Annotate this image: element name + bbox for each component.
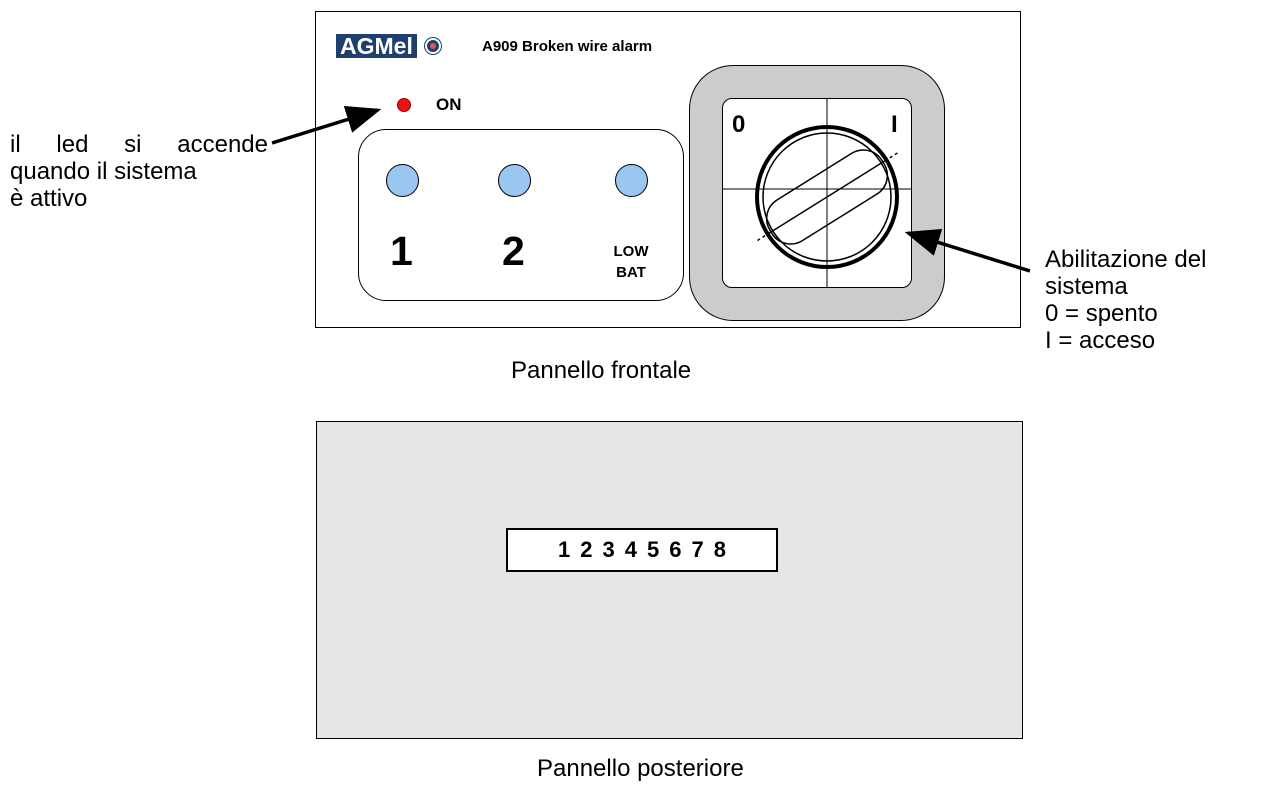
model-title: A909 Broken wire alarm bbox=[482, 38, 653, 55]
terminal-5: 5 bbox=[647, 537, 660, 562]
indicator-led-low-bat bbox=[615, 164, 648, 197]
indicator-led-2 bbox=[498, 164, 531, 197]
switch-position-on: I bbox=[891, 111, 898, 138]
low-bat-line1: LOW bbox=[613, 243, 649, 260]
rear-panel-caption: Pannello posteriore bbox=[537, 755, 744, 782]
led-note-line3: è attivo bbox=[10, 185, 88, 212]
led-note-arrow bbox=[271, 105, 382, 145]
led-note-line1: il led si accende bbox=[10, 131, 268, 158]
front-panel: AGMel A909 Broken wire alarm ON 1 2 LOW … bbox=[315, 11, 1021, 328]
brand-logo: AGMel bbox=[336, 34, 441, 59]
power-led-label: ON bbox=[436, 95, 462, 114]
switch-note-line1: Abilitazione del bbox=[1045, 246, 1207, 273]
switch-note-line3: 0 = spento bbox=[1045, 300, 1158, 327]
switch-note-arrow bbox=[904, 229, 1031, 273]
low-bat-line2: BAT bbox=[616, 264, 646, 281]
logo-dot-icon bbox=[424, 38, 441, 54]
front-panel-caption: Pannello frontale bbox=[511, 357, 692, 384]
terminal-1: 1 bbox=[558, 537, 571, 562]
rotary-switch-plate: 0 I bbox=[689, 65, 945, 321]
brand-name: AGMel bbox=[336, 34, 417, 59]
terminal-6: 6 bbox=[669, 537, 682, 562]
switch-note-line2: sistema bbox=[1045, 273, 1128, 300]
rotary-knob-icon bbox=[723, 99, 911, 287]
indicator-label-2: 2 bbox=[502, 228, 525, 274]
led-note-line2: quando il sistema bbox=[10, 158, 197, 185]
switch-position-off: 0 bbox=[732, 111, 746, 138]
indicator-label-low-bat: LOW BAT bbox=[609, 241, 653, 283]
terminal-block: 1 2 3 4 5 6 7 8 bbox=[506, 528, 778, 572]
terminal-8: 8 bbox=[713, 537, 726, 562]
terminal-3: 3 bbox=[602, 537, 615, 562]
indicator-label-1: 1 bbox=[390, 228, 413, 274]
indicator-led-1 bbox=[386, 164, 419, 197]
indicator-panel: 1 2 LOW BAT bbox=[358, 129, 684, 301]
switch-note: Abilitazione del sistema 0 = spento I = … bbox=[1045, 246, 1206, 354]
terminal-4: 4 bbox=[624, 537, 637, 562]
rotary-switch[interactable]: 0 I bbox=[722, 98, 912, 288]
switch-note-line4: I = acceso bbox=[1045, 327, 1156, 354]
terminal-2: 2 bbox=[580, 537, 593, 562]
power-led bbox=[397, 98, 411, 112]
terminal-7: 7 bbox=[691, 537, 704, 562]
led-note: il led si accende quando il sistema è at… bbox=[10, 131, 268, 212]
rear-panel: 1 2 3 4 5 6 7 8 bbox=[316, 421, 1023, 739]
